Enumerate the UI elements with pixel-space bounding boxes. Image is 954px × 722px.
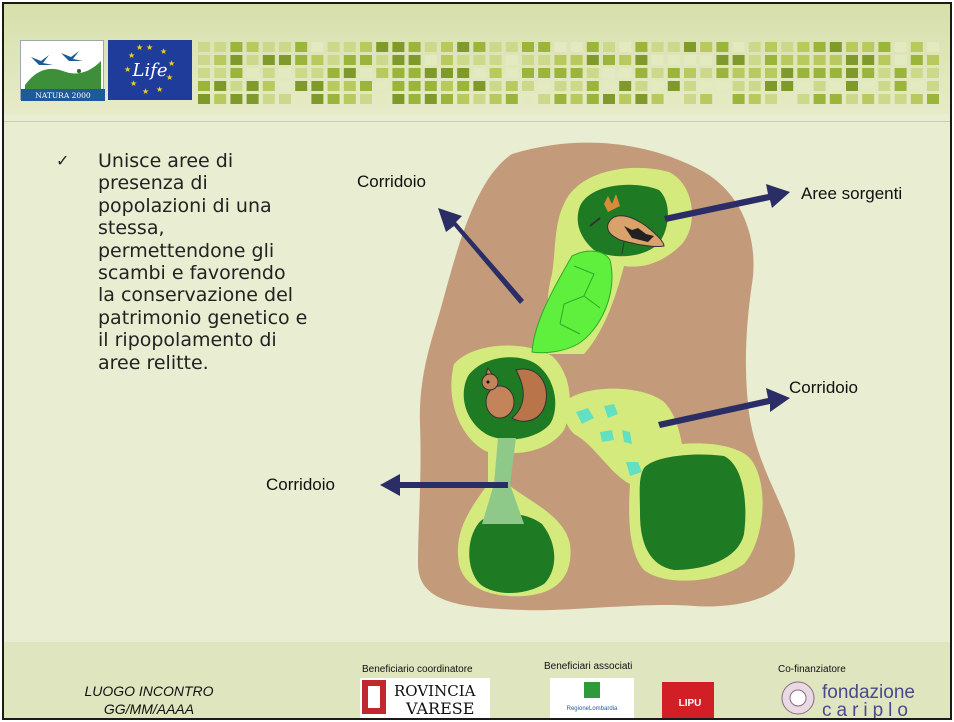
header-rule [4, 121, 950, 122]
linear-corridor [482, 438, 524, 524]
svg-text:★: ★ [146, 43, 153, 52]
regione-lombardia-logo: RegioneLombardia [550, 678, 634, 718]
label-corridor-top: Corridoio [357, 172, 426, 191]
svg-text:★: ★ [142, 87, 149, 96]
lipu-text: LIPU [679, 698, 702, 709]
fondazione-line1: fondazione [822, 682, 915, 703]
arrow-corridor-top [438, 208, 524, 304]
life-logo-text: Life [131, 60, 167, 81]
footer-location: LUOGO INCONTRO [84, 683, 214, 699]
provincia-line1: ROVINCIA [394, 682, 476, 700]
footer-location-date: LUOGO INCONTRO GG/MM/AAAA [74, 682, 224, 718]
svg-text:★: ★ [166, 73, 173, 82]
regione-text: RegioneLombardia [567, 706, 618, 712]
core-area-bottom-left [469, 513, 555, 593]
fondazione-cariplo-logo: fondazione cariplo [776, 676, 944, 720]
natura-2000-logo: NATURA 2000 [20, 40, 105, 101]
fondazione-line2: cariplo [822, 700, 913, 720]
svg-text:★: ★ [160, 47, 167, 56]
arrow-corridor-right [658, 388, 790, 428]
coordinator-label: Beneficiario coordinatore [362, 664, 473, 675]
cofinancer-label: Co-finanziatore [778, 664, 846, 675]
svg-text:★: ★ [168, 59, 175, 68]
associates-label: Beneficiari associati [544, 661, 633, 672]
hoopoe-icon [589, 194, 665, 255]
check-icon: ✓ [56, 151, 70, 170]
svg-text:★: ★ [130, 79, 137, 88]
svg-text:★: ★ [136, 43, 143, 52]
stepping-stones [576, 404, 642, 476]
label-source-areas: Aree sorgenti [801, 184, 903, 203]
label-corridor-right: Corridoio [789, 378, 858, 397]
ecological-network-map [380, 142, 795, 611]
svg-text:★: ★ [156, 85, 163, 94]
arrow-to-aree-sorgenti [664, 184, 790, 222]
lipu-logo: LIPU [662, 682, 714, 718]
eu-life-logo: ★★★ ★★★ ★★★ ★ Life [108, 40, 192, 100]
label-corridor-left: Corridoio [266, 475, 335, 494]
arrow-corridor-left [380, 474, 508, 496]
core-area-bottom-right [639, 454, 746, 570]
natura-logo-text: NATURA 2000 [35, 91, 91, 100]
header-mosaic [198, 42, 939, 104]
footer-date: GG/MM/AAAA [103, 701, 195, 717]
green-corridor [531, 250, 613, 354]
squirrel-icon [481, 366, 547, 422]
svg-text:★: ★ [128, 51, 135, 60]
provincia-line2: VARESE [405, 699, 474, 718]
provincia-varese-logo: ROVINCIA VARESE [360, 678, 490, 718]
svg-text:★: ★ [124, 65, 131, 74]
bullet-text: Unisce aree di presenza di popolazioni d… [98, 150, 308, 374]
